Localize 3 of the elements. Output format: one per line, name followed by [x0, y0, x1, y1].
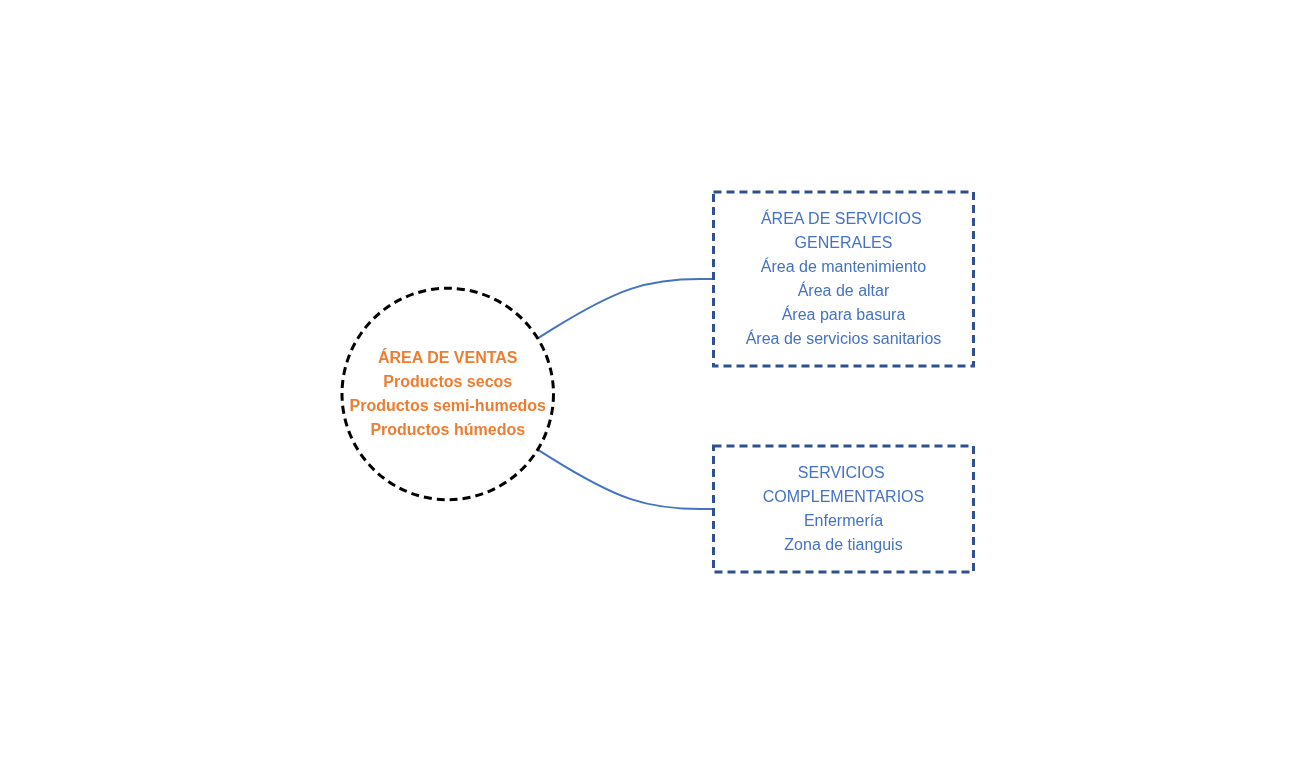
- node-box: ÁREA DE SERVICIOS GENERALES Área de mantenimiento Área de altar Área para basura Área de servicios sanitarios: [712, 190, 976, 367]
- node-box: SERVICIOS COMPLEMENTARIOS Enfermería Zona de tianguis: [712, 444, 976, 573]
- node-circle: ÁREA DE VENTAS Productos secos Productos semi-humedos Productos húmedos: [340, 286, 556, 501]
